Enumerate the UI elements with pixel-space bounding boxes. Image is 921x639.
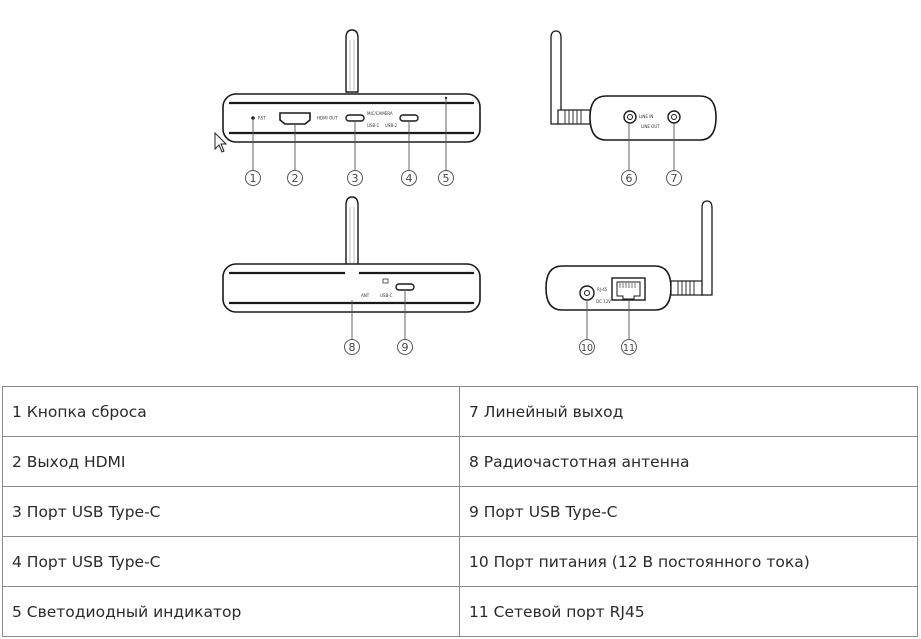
usb-icon bbox=[382, 278, 389, 284]
table-row: 2 Выход HDMI 8 Радиочастотная антенна bbox=[2, 436, 918, 487]
side-view-right: LINE IN LINE OUT 6 7 bbox=[550, 30, 717, 186]
reset-button-icon bbox=[251, 116, 255, 120]
legend-cell: 7 Линейный выход bbox=[459, 386, 918, 437]
antenna-icon bbox=[550, 30, 591, 125]
legend-cell: 5 Светодиодный индикатор bbox=[2, 586, 460, 637]
legend-cell: 4 Порт USB Type-C bbox=[2, 536, 460, 587]
callout-8: 8 bbox=[344, 339, 360, 355]
callout-11: 11 bbox=[621, 339, 637, 355]
legend-cell: 8 Радиочастотная антенна bbox=[459, 436, 918, 487]
front-view: RST HDMI OUT MIC/CAMERA USB-1 USB-2 1 2 … bbox=[222, 29, 481, 186]
svg-text:8: 8 bbox=[349, 341, 356, 354]
svg-text:4: 4 bbox=[406, 172, 413, 185]
label-line-in: LINE IN bbox=[639, 114, 653, 119]
device-ports-diagram: RST HDMI OUT MIC/CAMERA USB-1 USB-2 1 2 … bbox=[222, 29, 717, 355]
svg-text:1: 1 bbox=[250, 172, 257, 185]
callout-1: 1 bbox=[245, 170, 261, 186]
svg-text:2: 2 bbox=[292, 172, 299, 185]
usb-c-port-icon bbox=[395, 283, 415, 291]
back-view: ANT USB-C 8 9 bbox=[222, 196, 481, 355]
led-indicator-icon bbox=[444, 96, 448, 100]
legend-cell: 9 Порт USB Type-C bbox=[459, 486, 918, 537]
antenna-icon bbox=[345, 29, 359, 93]
svg-text:3: 3 bbox=[352, 172, 359, 185]
legend-cell: 2 Выход HDMI bbox=[2, 436, 460, 487]
legend-table: 1 Кнопка сброса 7 Линейный выход 2 Выход… bbox=[2, 386, 918, 637]
label-rj45: RJ-45 bbox=[597, 287, 608, 292]
svg-text:10: 10 bbox=[581, 343, 593, 354]
label-ant: ANT bbox=[361, 293, 370, 298]
mouse-cursor-icon bbox=[214, 132, 228, 153]
svg-text:6: 6 bbox=[626, 172, 633, 185]
table-row: 3 Порт USB Type-C 9 Порт USB Type-C bbox=[2, 486, 918, 537]
legend-cell: 3 Порт USB Type-C bbox=[2, 486, 460, 537]
table-row: 4 Порт USB Type-C 10 Порт питания (12 В … bbox=[2, 536, 918, 587]
rj45-port-icon bbox=[611, 277, 646, 301]
label-dc-12v: DC 12V bbox=[596, 299, 611, 304]
legend-cell: 10 Порт питания (12 В постоянного тока) bbox=[459, 536, 918, 587]
label-hdmi-out: HDMI OUT bbox=[317, 116, 338, 121]
table-row: 5 Светодиодный индикатор 11 Сетевой порт… bbox=[2, 586, 918, 637]
label-mic-camera: MIC/CAMERA bbox=[367, 111, 393, 116]
label-usb-c: USB-C bbox=[380, 293, 393, 298]
usb-c-port-1-icon bbox=[345, 114, 365, 122]
antenna-icon bbox=[670, 200, 713, 296]
table-row: 1 Кнопка сброса 7 Линейный выход bbox=[2, 386, 918, 437]
callout-6: 6 bbox=[621, 170, 637, 186]
svg-text:11: 11 bbox=[623, 343, 635, 354]
callout-3: 3 bbox=[347, 170, 363, 186]
callout-10: 10 bbox=[579, 339, 595, 355]
side-view-left: DC 12V RJ-45 10 11 bbox=[545, 200, 713, 355]
hdmi-port-icon bbox=[279, 112, 311, 125]
label-usb-2: USB-2 bbox=[385, 123, 398, 128]
callout-4: 4 bbox=[401, 170, 417, 186]
callout-2: 2 bbox=[287, 170, 303, 186]
callout-7: 7 bbox=[666, 170, 682, 186]
callout-5: 5 bbox=[438, 170, 454, 186]
legend-cell: 1 Кнопка сброса bbox=[2, 386, 460, 437]
svg-text:9: 9 bbox=[402, 341, 409, 354]
label-usb-1: USB-1 bbox=[367, 123, 380, 128]
label-line-out: LINE OUT bbox=[641, 124, 660, 129]
callout-9: 9 bbox=[397, 339, 413, 355]
svg-text:7: 7 bbox=[671, 172, 678, 185]
svg-text:5: 5 bbox=[443, 172, 450, 185]
usb-c-port-2-icon bbox=[399, 114, 419, 122]
label-reset: RST bbox=[258, 116, 266, 121]
legend-cell: 11 Сетевой порт RJ45 bbox=[459, 586, 918, 637]
